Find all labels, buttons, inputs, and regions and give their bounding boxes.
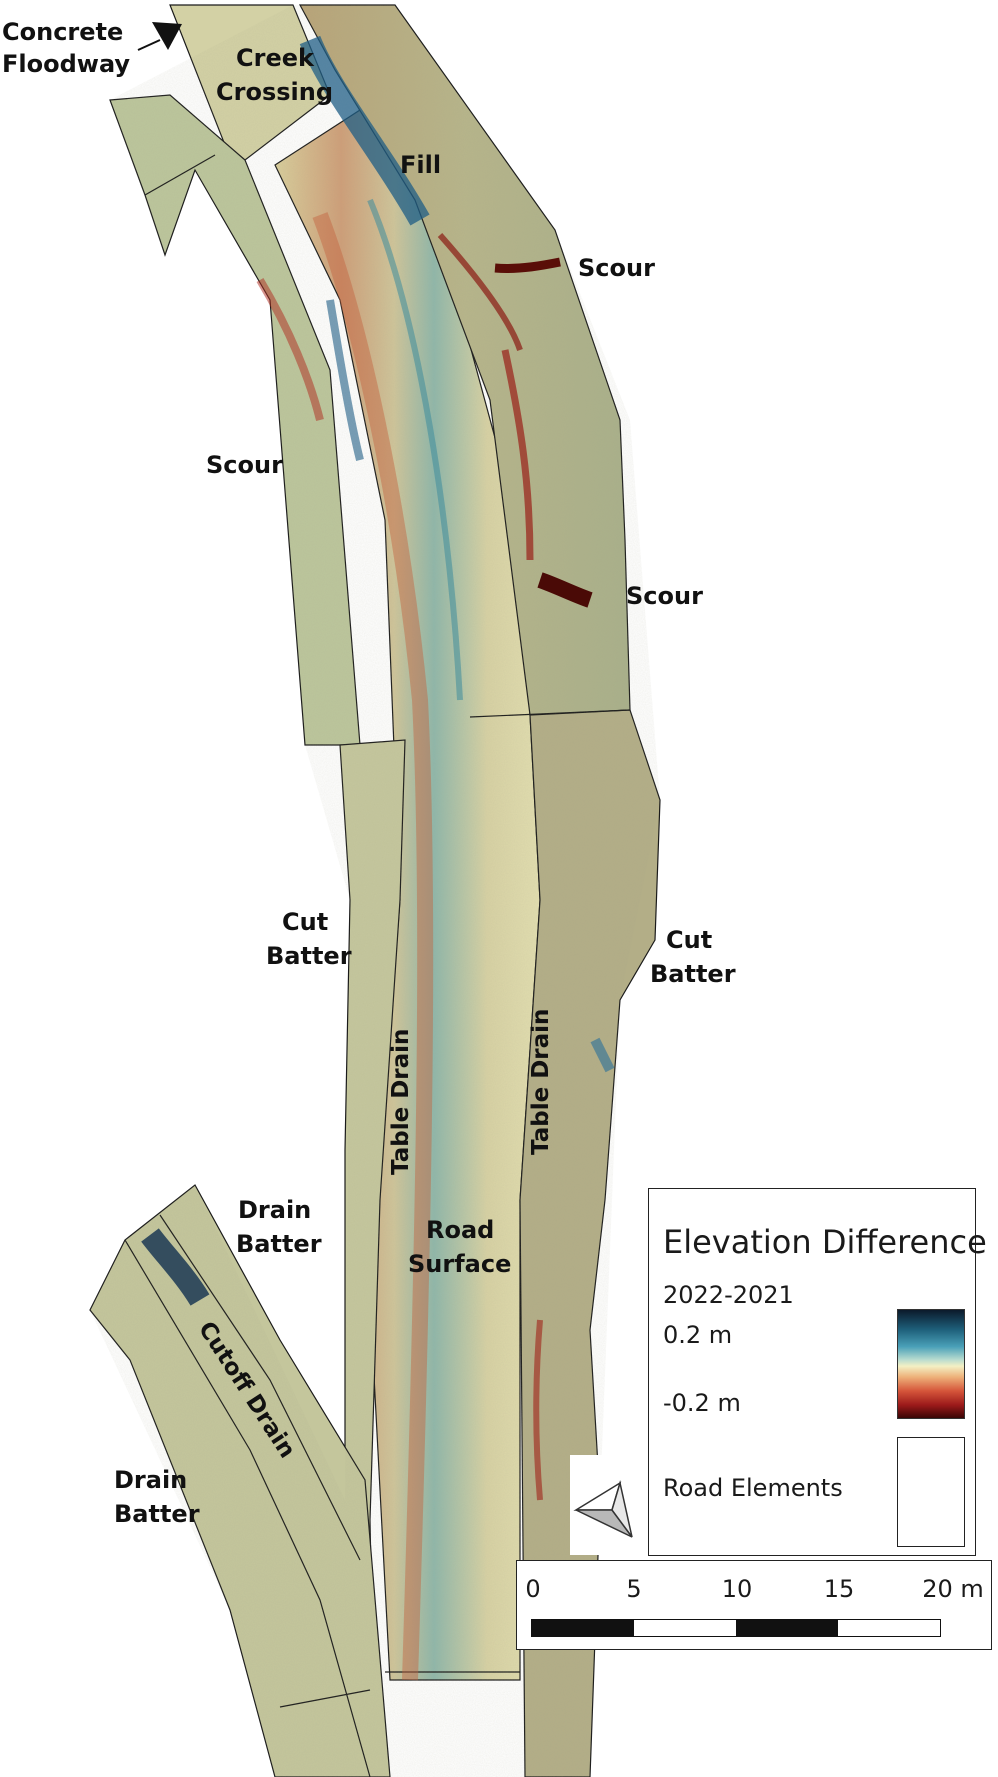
- scale-segment: [532, 1620, 634, 1636]
- label-scour-right: Scour: [626, 582, 703, 610]
- scale-segment: [634, 1620, 736, 1636]
- label-fill: Fill: [400, 151, 441, 179]
- label-drain-batter-bottom-2: Batter: [114, 1500, 200, 1528]
- label-scour-left: Scour: [206, 451, 283, 479]
- legend-subtitle: 2022-2021: [663, 1281, 794, 1309]
- scale-tick-0: 0: [525, 1575, 541, 1603]
- scale-segment: [736, 1620, 838, 1636]
- label-table-drain-left: Table Drain: [388, 1029, 414, 1175]
- legend-road-elements-swatch: [897, 1437, 965, 1547]
- label-concrete-floodway-1: Concrete: [2, 18, 123, 46]
- label-drain-batter-bottom-1: Drain: [114, 1466, 187, 1494]
- label-drain-batter-top-1: Drain: [238, 1196, 311, 1224]
- floodway-arrowhead-icon: [152, 22, 182, 50]
- label-cut-batter-left-1: Cut: [282, 908, 328, 936]
- elevation-change-patches: [141, 35, 615, 1681]
- label-cut-batter-right-1: Cut: [666, 926, 712, 954]
- floodway-pointer: [137, 22, 182, 51]
- legend-min-label: -0.2 m: [663, 1389, 741, 1417]
- label-creek-crossing-2: Crossing: [216, 78, 333, 106]
- scale-bar-segments: [531, 1619, 941, 1637]
- label-scour-top: Scour: [578, 254, 655, 282]
- label-road-surface-2: Surface: [408, 1250, 511, 1278]
- label-table-drain-right: Table Drain: [528, 1009, 554, 1155]
- north-arrow-icon: [573, 1480, 633, 1538]
- label-cut-batter-left-2: Batter: [266, 942, 352, 970]
- label-creek-crossing-1: Creek: [236, 44, 315, 72]
- legend: Elevation Difference 2022-2021 0.2 m -0.…: [648, 1188, 987, 1556]
- terrain-texture: [90, 5, 660, 1777]
- label-concrete-floodway-2: Floodway: [2, 50, 130, 78]
- north-arrow: [570, 1455, 650, 1555]
- legend-max-label: 0.2 m: [663, 1321, 733, 1349]
- scale-tick-10: 10: [721, 1575, 753, 1603]
- label-drain-batter-top-2: Batter: [236, 1230, 322, 1258]
- label-cut-batter-right-2: Batter: [650, 960, 736, 988]
- legend-color-ramp: [897, 1309, 965, 1419]
- scale-tick-15: 15: [823, 1575, 855, 1603]
- scale-tick-20: 20 m: [922, 1575, 984, 1603]
- scale-segment: [838, 1620, 940, 1636]
- scale-bar: 0 5 10 15 20 m: [516, 1560, 992, 1650]
- legend-title: Elevation Difference: [663, 1223, 987, 1261]
- scale-tick-5: 5: [626, 1575, 642, 1603]
- label-road-surface-1: Road: [426, 1216, 494, 1244]
- legend-road-elements-label: Road Elements: [663, 1474, 843, 1502]
